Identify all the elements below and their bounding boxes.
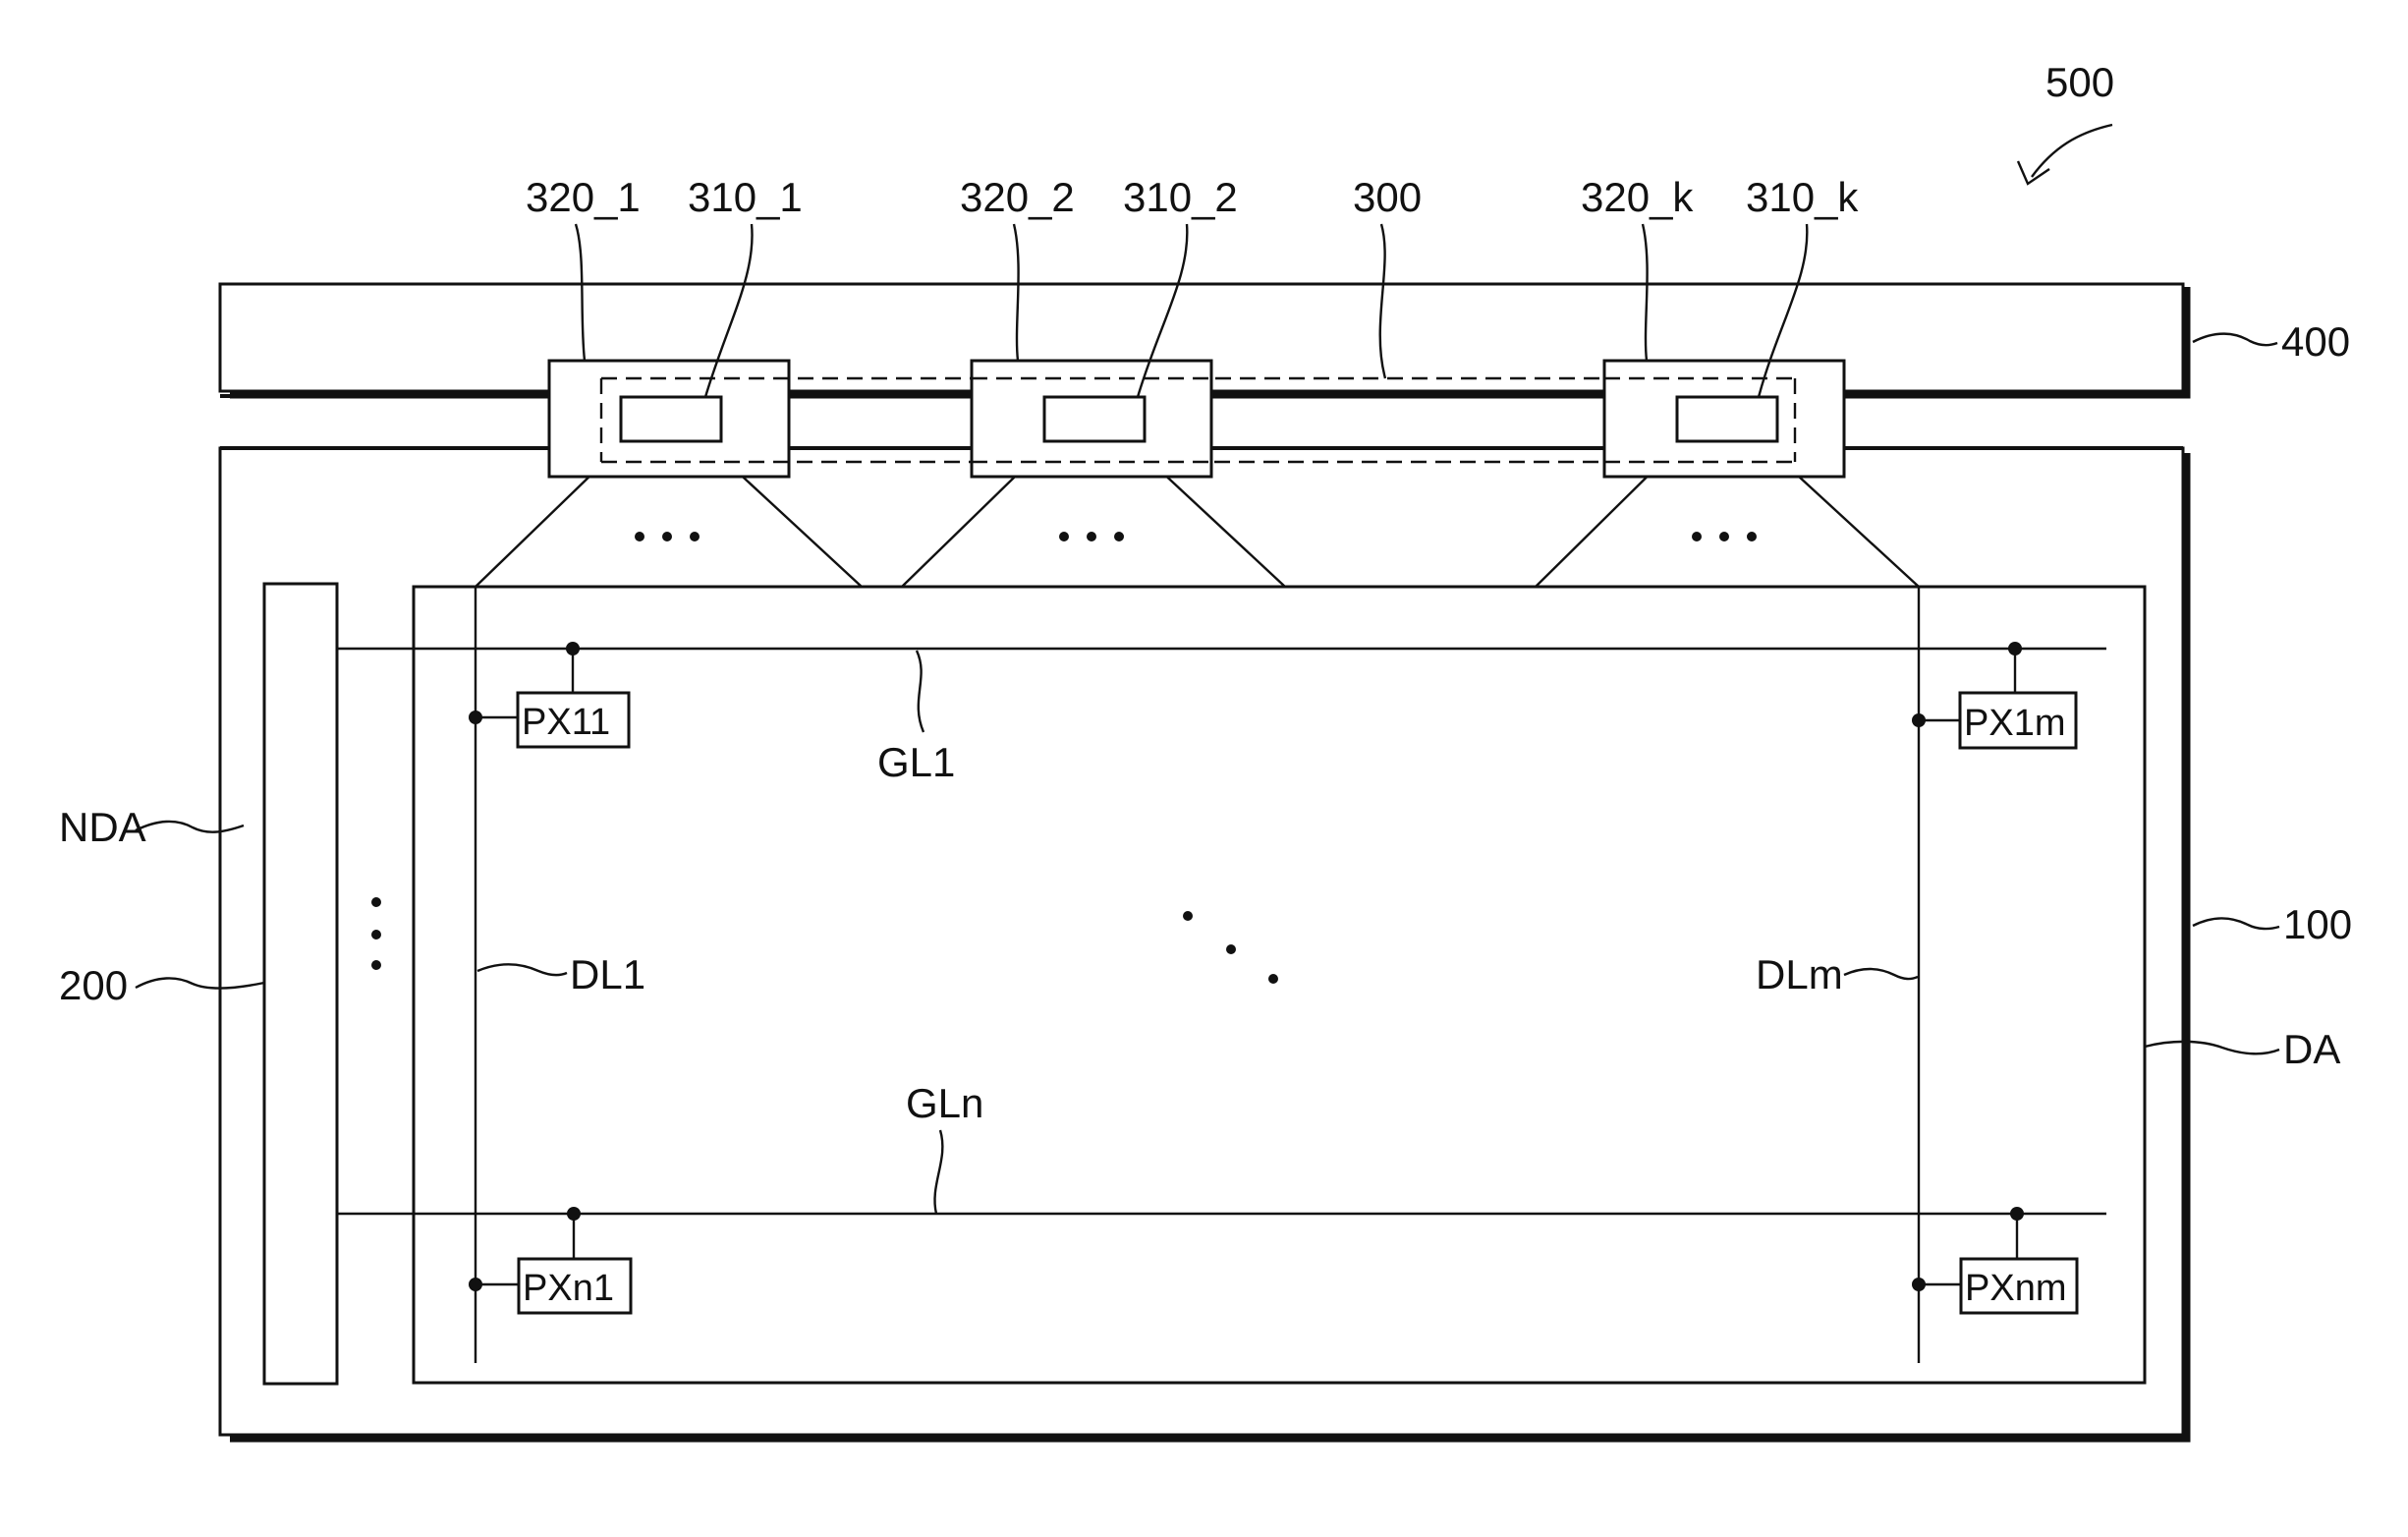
label-310-1: 310_1	[688, 174, 803, 220]
matrix-ellipsis	[1183, 911, 1278, 984]
label-NDA: NDA	[59, 804, 146, 850]
label-DL1: DL1	[570, 951, 645, 997]
label-300: 300	[1353, 174, 1422, 220]
fanout-ellipsis-3	[1692, 532, 1757, 541]
leader-320-1	[576, 224, 585, 361]
chip-310-k	[1677, 397, 1777, 441]
leader-100	[2193, 918, 2279, 929]
pixel-PX11: PX11	[518, 693, 629, 747]
leader-320-k	[1643, 224, 1648, 361]
chip-310-2	[1044, 397, 1145, 441]
label-DA: DA	[2283, 1026, 2340, 1072]
pixel-PX1m: PX1m	[1960, 693, 2076, 748]
leader-400	[2193, 334, 2277, 345]
svg-text:PXn1: PXn1	[523, 1268, 614, 1309]
label-100: 100	[2283, 901, 2352, 947]
leader-NDA	[136, 822, 244, 832]
pixel-PXnm: PXnm	[1961, 1259, 2077, 1313]
label-GL1: GL1	[877, 739, 955, 785]
leader-GLn	[934, 1130, 942, 1214]
label-320-2: 320_2	[960, 174, 1075, 220]
label-320-k: 320_k	[1581, 174, 1694, 220]
label-400: 400	[2281, 318, 2350, 365]
leader-300	[1380, 224, 1385, 378]
fanout-ellipsis-2	[1059, 532, 1124, 541]
label-310-2: 310_2	[1123, 174, 1238, 220]
leader-DLm	[1844, 969, 1918, 979]
label-310-k: 310_k	[1746, 174, 1859, 220]
label-320-1: 320_1	[526, 174, 641, 220]
svg-text:PX11: PX11	[522, 702, 610, 743]
svg-text:PX1m: PX1m	[1964, 703, 2065, 744]
chip-310-1	[621, 397, 721, 441]
leader-GL1	[917, 651, 924, 732]
label-DLm: DLm	[1756, 951, 1843, 997]
panel-100	[220, 448, 2187, 1439]
pixel-PXn1: PXn1	[519, 1259, 631, 1313]
leader-DA	[2145, 1042, 2279, 1053]
device-arrow	[2018, 125, 2112, 184]
label-500: 500	[2045, 59, 2114, 105]
display-area-DA	[414, 587, 2145, 1383]
label-200: 200	[59, 962, 128, 1008]
svg-text:PXnm: PXnm	[1965, 1268, 2066, 1309]
fanout-ellipsis-1	[635, 532, 700, 541]
label-GLn: GLn	[906, 1080, 983, 1126]
leader-200	[136, 978, 264, 988]
leader-DL1	[477, 964, 567, 975]
gate-driver-ellipsis	[371, 897, 381, 970]
gate-driver-200	[264, 584, 337, 1384]
leader-320-2	[1014, 224, 1019, 361]
